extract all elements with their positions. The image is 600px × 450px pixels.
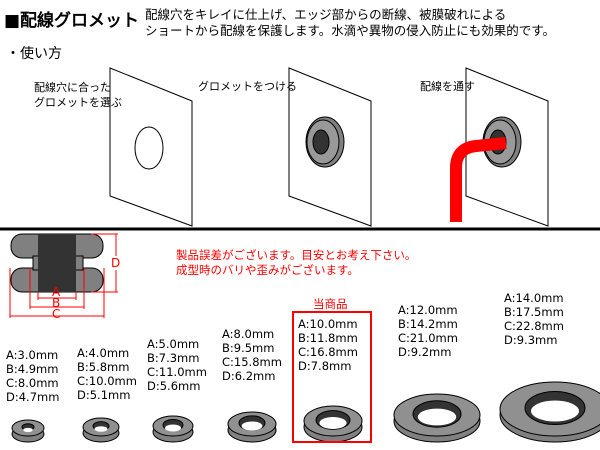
size-c: C:22.8mm <box>504 319 564 333</box>
size-b: B:14.2mm <box>398 317 458 331</box>
grommet-icon <box>499 381 600 443</box>
current-product-label: 当商品 <box>313 297 348 311</box>
dim-label-a: A <box>52 285 61 299</box>
size-d: D:9.3mm <box>504 333 558 347</box>
size-c: C:15.8mm <box>222 355 282 369</box>
size-d: D:5.1mm <box>77 388 131 402</box>
size-b: B:5.8mm <box>77 360 130 374</box>
size-d: D:7.8mm <box>298 359 352 373</box>
note-line: 製品誤差がございます。目安とお考え下さい。 <box>176 248 417 262</box>
size-a: A:10.0mm <box>298 317 358 331</box>
grommet-icon <box>82 417 120 443</box>
size-d: D:4.7mm <box>6 390 60 404</box>
size-c: C:10.0mm <box>77 374 137 388</box>
step3-panel-illustration <box>450 67 549 227</box>
step2-panel-illustration <box>288 67 372 227</box>
size-a: A:12.0mm <box>398 303 458 317</box>
tolerance-note: 製品誤差がございます。目安とお考え下さい。 成型時のバリや歪みがございます。 <box>176 248 416 278</box>
grommet-icon <box>393 393 481 443</box>
size-b: B:4.9mm <box>6 362 59 376</box>
grommet-icon <box>11 419 45 443</box>
step-text: 配線穴に合った <box>34 81 111 94</box>
step2-label: グロメットをつける <box>198 80 297 93</box>
grommet-icon <box>303 405 363 443</box>
description-line: ショートから配線を保護します。水滴や異物の侵入防止にも効果的です。 <box>145 23 556 38</box>
note-line: 成型時のバリや歪みがございます。 <box>176 263 359 277</box>
size-b: B:7.3mm <box>147 351 200 365</box>
cross-section-diagram <box>9 233 118 318</box>
size-a: A:8.0mm <box>222 327 275 341</box>
usage-heading: ・使い方 <box>6 46 62 62</box>
size-a: A:3.0mm <box>6 348 59 362</box>
size-a: A:4.0mm <box>77 346 130 360</box>
size-d: D:5.6mm <box>147 379 201 393</box>
size-a: A:14.0mm <box>504 291 564 305</box>
description-line: 配線穴をキレイに仕上げ、エッジ部からの断線、被膜破れによる <box>145 7 507 22</box>
step1-panel-illustration <box>109 67 193 227</box>
size-b: B:11.8mm <box>298 331 358 345</box>
current-product-highlight <box>292 311 372 443</box>
size-a: A:5.0mm <box>147 337 200 351</box>
grommet-icon <box>227 411 277 443</box>
dim-label-c: C <box>52 307 61 321</box>
page-title: ■配線グロメット <box>4 11 140 31</box>
dim-label-d: D <box>111 256 121 270</box>
size-c: C:16.8mm <box>298 345 358 359</box>
size-d: D:6.2mm <box>222 369 276 383</box>
size-b: B:17.5mm <box>504 305 564 319</box>
size-grommets <box>11 381 600 443</box>
grommet-icon <box>152 415 194 443</box>
step3-label: 配線を通す <box>420 80 475 93</box>
description: 配線穴をキレイに仕上げ、エッジ部からの断線、被膜破れによる ショートから配線を保… <box>145 7 555 39</box>
size-d: D:9.2mm <box>398 345 452 359</box>
size-c: C:11.0mm <box>147 365 207 379</box>
size-c: C:8.0mm <box>6 376 59 390</box>
size-b: B:9.5mm <box>222 341 275 355</box>
size-c: C:21.0mm <box>398 331 458 345</box>
dim-label-b: B <box>52 296 61 310</box>
step1-label: 配線穴に合った グロメットを選ぶ <box>34 80 122 110</box>
step-text: グロメットを選ぶ <box>34 96 122 109</box>
